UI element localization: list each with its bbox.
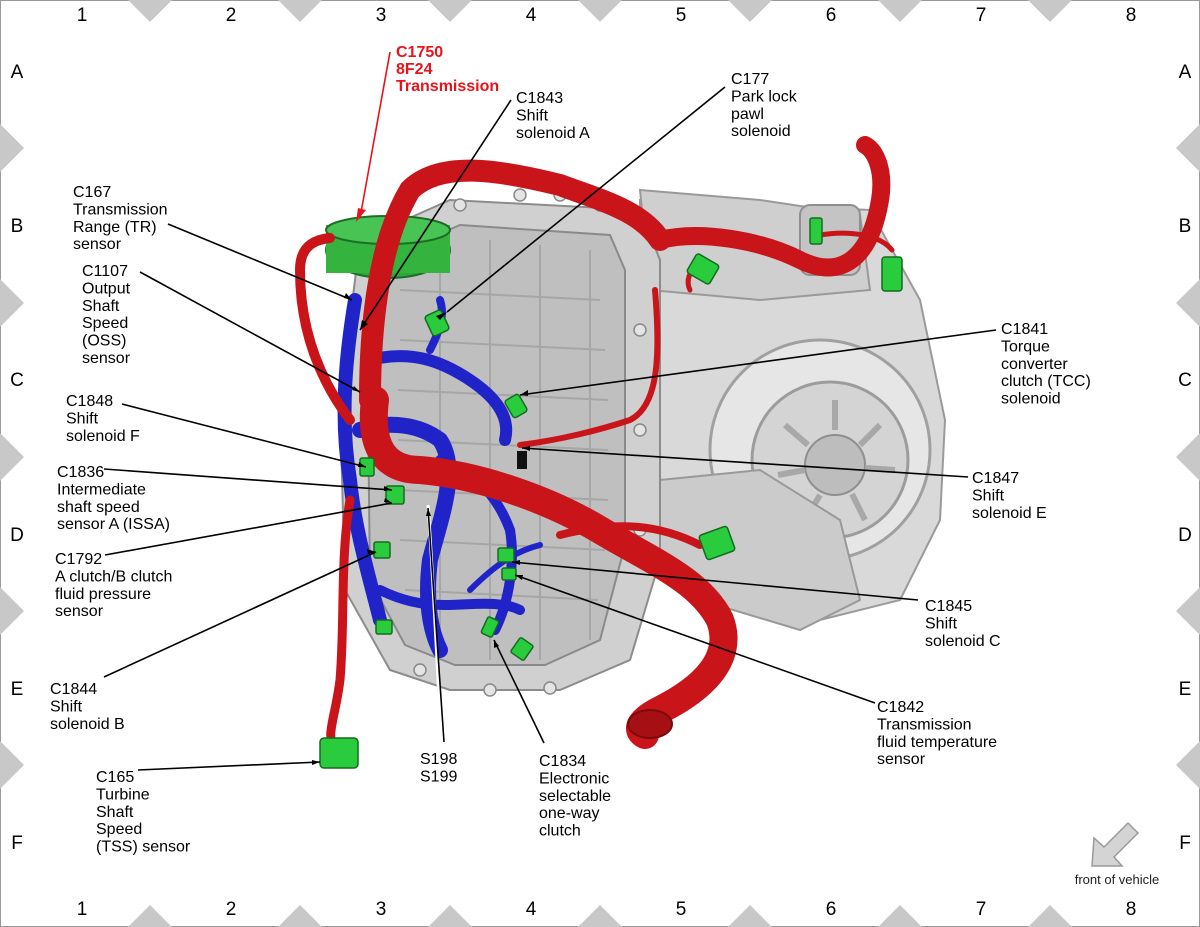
grid-row-right-C: C (1178, 370, 1192, 391)
grid-col-bottom-2: 2 (226, 899, 237, 920)
grid-col-top-6: 6 (826, 5, 837, 26)
grid-row-right-A: A (1179, 62, 1192, 83)
grid-col-top-7: 7 (976, 5, 987, 26)
blue-internal-harness (337, 293, 543, 658)
grid-row-left-A: A (11, 62, 24, 83)
front-of-vehicle-indicator: front of vehicle (1075, 821, 1160, 887)
row-labels-left: A B C D E F (10, 62, 24, 854)
grid-col-top-5: 5 (676, 5, 687, 26)
grid-col-bottom-6: 6 (826, 899, 837, 920)
grid-row-left-E: E (11, 679, 24, 700)
converter-hub (804, 434, 866, 496)
red-external-harness (295, 136, 895, 755)
grid-col-bottom-4: 4 (526, 899, 537, 920)
grid-row-left-F: F (11, 833, 23, 854)
grid-col-bottom-3: 3 (376, 899, 387, 920)
grid-col-bottom-1: 1 (77, 899, 88, 920)
grid-col-bottom-8: 8 (1126, 899, 1137, 920)
grid-col-top-2: 2 (226, 5, 237, 26)
grid-row-right-B: B (1179, 216, 1192, 237)
front-arrow-icon (1091, 821, 1140, 867)
grid-row-right-E: E (1179, 679, 1192, 700)
column-labels-bottom: 1 2 3 4 5 6 7 8 (77, 899, 1137, 920)
grid-row-left-B: B (11, 216, 24, 237)
grid-col-top-8: 8 (1126, 5, 1137, 26)
row-labels-right: A B C D E F (1178, 62, 1192, 854)
front-of-vehicle-label: front of vehicle (1075, 872, 1160, 887)
grid-col-top-4: 4 (526, 5, 537, 26)
grid-col-top-1: 1 (77, 5, 88, 26)
grid-col-top-3: 3 (376, 5, 387, 26)
grid-row-left-D: D (10, 525, 24, 546)
leader-lines (103, 51, 997, 771)
grid-row-right-F: F (1179, 833, 1191, 854)
column-labels-top: 1 2 3 4 5 6 7 8 (77, 5, 1137, 26)
grid-col-bottom-7: 7 (976, 899, 987, 920)
grid-col-bottom-5: 5 (676, 899, 687, 920)
grid-row-right-D: D (1178, 525, 1192, 546)
c1847-connector-dark (517, 451, 527, 469)
grid-row-left-C: C (10, 370, 24, 391)
harness-end-cap (627, 709, 673, 739)
